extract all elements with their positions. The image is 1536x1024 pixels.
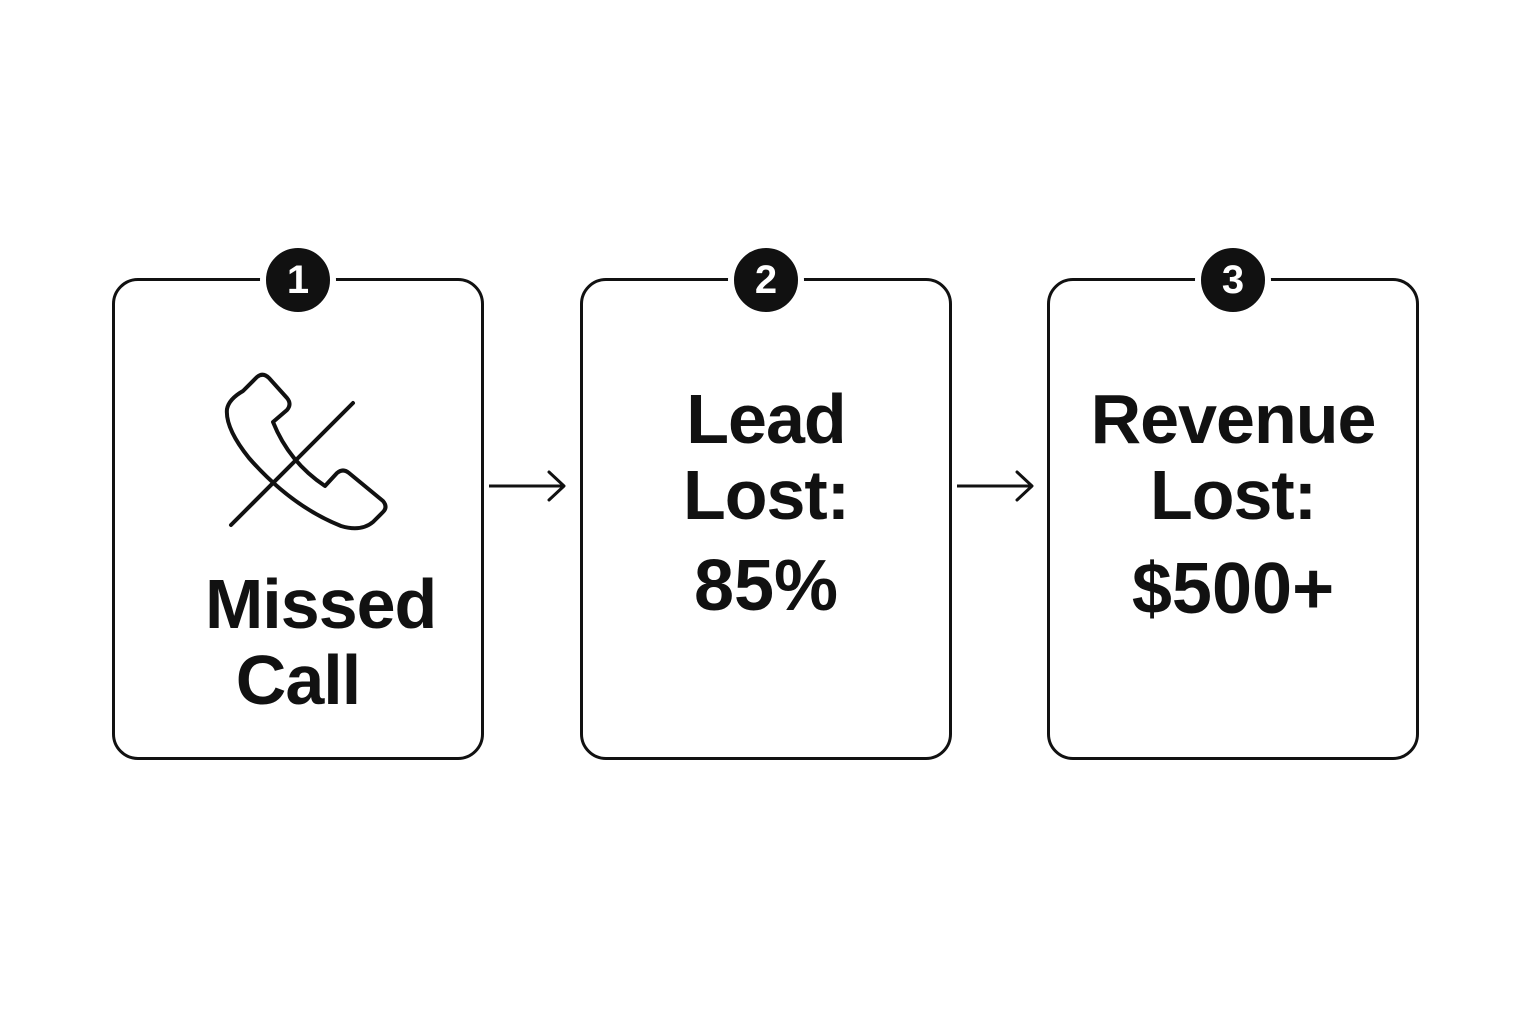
- missed-call-icon: [224, 372, 388, 531]
- step-number-badge: 3: [1195, 242, 1271, 318]
- step-label: Revenue Lost:: [1090, 380, 1377, 534]
- step-value: $500+: [1131, 549, 1335, 629]
- flow-arrow-icon: [957, 470, 1034, 502]
- step-value: 85%: [693, 546, 839, 626]
- step-number-badge: 1: [260, 242, 336, 318]
- step-label: Lead Lost:: [682, 380, 850, 534]
- step-number-badge: 2: [728, 242, 804, 318]
- step-number: 1: [286, 258, 310, 302]
- step-card-missed-call: 1 Missed Call: [112, 242, 484, 760]
- step-label: Missed Call: [205, 565, 437, 719]
- step-number: 2: [754, 258, 778, 302]
- step-number: 3: [1221, 258, 1245, 302]
- flow-arrow-icon: [489, 470, 566, 502]
- step-card-lead-lost: 2 Lead Lost: 85%: [580, 242, 952, 760]
- step-card-revenue-lost: 3 Revenue Lost: $500+: [1047, 242, 1419, 760]
